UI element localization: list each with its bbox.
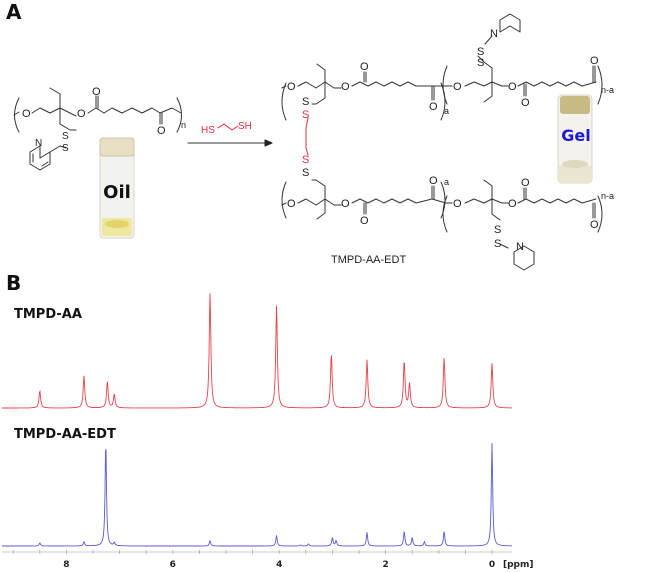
svg-text:O: O xyxy=(590,55,599,67)
svg-text:S: S xyxy=(302,96,309,108)
svg-text:HS: HS xyxy=(201,125,215,136)
gel-label: Gel xyxy=(561,126,590,145)
svg-text:S: S xyxy=(302,109,309,121)
svg-text:O: O xyxy=(453,198,462,210)
svg-text:O: O xyxy=(341,198,350,210)
svg-text:S: S xyxy=(477,57,484,69)
svg-text:O: O xyxy=(287,81,296,93)
product-polymer-structure xyxy=(281,13,603,271)
axis-tick-label: 0 xyxy=(489,560,495,570)
svg-text:O: O xyxy=(429,175,438,187)
svg-text:n-a: n-a xyxy=(601,191,614,201)
svg-text:O: O xyxy=(429,101,438,113)
spectrum-label-tmpd-aa: TMPD-AA xyxy=(14,307,82,322)
svg-text:O: O xyxy=(521,177,530,189)
svg-text:S: S xyxy=(302,154,309,166)
svg-text:S: S xyxy=(477,46,484,58)
product-name: TMPD-AA-EDT xyxy=(331,254,406,266)
subscript-n-a: n-a xyxy=(601,85,614,95)
oil-vial-photo: Oil xyxy=(99,137,135,239)
atom-s: S xyxy=(62,131,69,142)
svg-text:O: O xyxy=(453,81,462,93)
svg-text:SH: SH xyxy=(238,121,252,132)
spectrum-trace-tmpd-aa xyxy=(2,293,512,409)
atom-o: O xyxy=(77,108,86,120)
svg-text:S: S xyxy=(494,238,501,250)
svg-text:N: N xyxy=(490,28,498,40)
svg-text:O: O xyxy=(521,97,530,109)
axis-unit-label: [ppm] xyxy=(503,560,534,570)
svg-text:a: a xyxy=(444,177,449,187)
oil-label: Oil xyxy=(103,182,131,203)
svg-text:O: O xyxy=(341,81,350,93)
svg-text:O: O xyxy=(287,198,296,210)
starting-polymer-structure xyxy=(13,87,182,171)
atom-n: N xyxy=(35,138,42,149)
axis-tick-label: 4 xyxy=(276,560,282,570)
gel-vial-photo: Gel xyxy=(557,94,593,184)
atom-s: S xyxy=(62,143,69,154)
svg-text:O: O xyxy=(360,61,369,73)
atom-o: O xyxy=(22,108,31,120)
axis-tick-label: 8 xyxy=(63,560,69,570)
svg-text:N: N xyxy=(516,241,524,253)
svg-text:O: O xyxy=(360,215,369,227)
reaction-scheme: O O O O n S S N HS SH O O O O a O O O O … xyxy=(13,13,614,271)
svg-text:O: O xyxy=(508,81,517,93)
spectrum-trace-tmpd-aa-edt xyxy=(2,443,512,547)
panel-b-label: B xyxy=(6,271,22,295)
nmr-spectra-chart: 8 6 4 2 0 [ppm] xyxy=(2,293,534,570)
svg-text:O: O xyxy=(590,219,599,231)
spectrum-label-tmpd-aa-edt: TMPD-AA-EDT xyxy=(14,427,116,442)
svg-text:S: S xyxy=(302,167,309,179)
repeat-subscript-n: n xyxy=(181,120,186,130)
atom-o: O xyxy=(157,125,166,137)
svg-text:O: O xyxy=(508,198,517,210)
svg-text:S: S xyxy=(494,224,501,236)
axis-tick-label: 6 xyxy=(170,560,176,570)
axis-tick-label: 2 xyxy=(382,560,388,570)
atom-o: O xyxy=(92,86,101,98)
reagent-ethanedithiol: HS SH xyxy=(201,121,252,136)
subscript-a: a xyxy=(444,106,449,116)
panel-a-label: A xyxy=(6,0,22,24)
